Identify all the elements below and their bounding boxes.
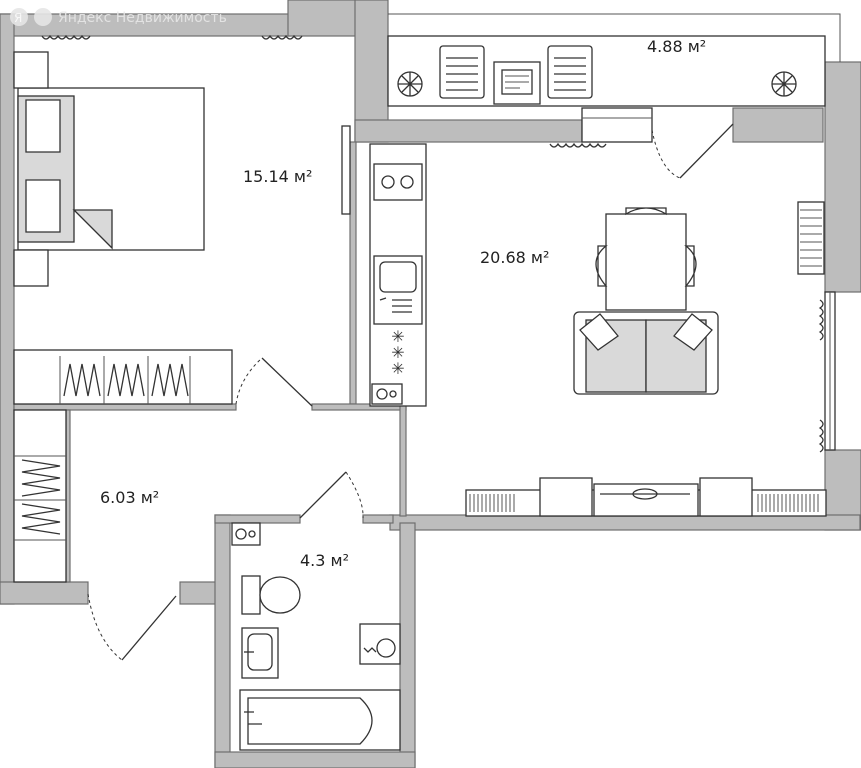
wall-bath-bottom bbox=[214, 751, 416, 768]
wall-balcony-bottom-left bbox=[354, 119, 583, 143]
hall-closet bbox=[13, 409, 67, 583]
wall-hall-bottom-right bbox=[179, 581, 219, 605]
hangers bbox=[21, 459, 61, 497]
balcony-door bbox=[679, 123, 734, 179]
watermark-text: Яндекс Недвижимость bbox=[58, 10, 227, 26]
bookshelf bbox=[797, 201, 825, 275]
bathroom-area: 4.3 м² bbox=[300, 551, 349, 570]
burner-icon: ✳ ✳ ✳ bbox=[391, 327, 404, 378]
plant-icon bbox=[397, 71, 423, 97]
wall-bedroom-bottom bbox=[13, 403, 237, 411]
bedroom-door bbox=[261, 357, 313, 407]
hob-icon bbox=[373, 163, 423, 201]
chair-left bbox=[595, 245, 608, 287]
wall-left bbox=[0, 13, 15, 605]
deck-chair-icon bbox=[547, 45, 593, 99]
wall-bath-right bbox=[399, 522, 416, 768]
wall-top-block bbox=[287, 0, 359, 37]
svg-text:✳: ✳ bbox=[391, 359, 404, 378]
wall-hall-bottom-left bbox=[0, 581, 89, 605]
balcony-door-frame bbox=[581, 107, 653, 143]
windows bbox=[41, 34, 836, 453]
window-bedroom-right bbox=[261, 34, 303, 40]
tv-panel bbox=[341, 125, 351, 215]
living-area: 20.68 м² bbox=[480, 248, 549, 267]
watermark-logo: Я Яндекс Недвижимость bbox=[10, 8, 227, 26]
wardrobe bbox=[13, 349, 233, 405]
balcony-door-swing bbox=[651, 129, 681, 179]
bedroom-door-swing bbox=[235, 357, 263, 405]
chair-top bbox=[625, 207, 667, 216]
bedroom bbox=[13, 51, 351, 407]
toilet-icon bbox=[241, 575, 301, 615]
wall-bath-top-left bbox=[214, 514, 301, 524]
curtain-right-top bbox=[818, 299, 824, 341]
entry-door bbox=[121, 595, 177, 661]
balcony-edge bbox=[388, 13, 841, 62]
svg-text:✳: ✳ bbox=[391, 327, 404, 346]
wall-bath-right-top bbox=[399, 403, 407, 517]
bath-sink-icon bbox=[241, 627, 279, 679]
wall-living-bottom bbox=[389, 514, 861, 531]
bedroom-area: 15.14 м² bbox=[243, 167, 312, 186]
living-room bbox=[465, 201, 827, 517]
bathroom-door-swing bbox=[345, 471, 364, 519]
cushion-icon bbox=[673, 313, 713, 351]
hallway-area: 6.03 м² bbox=[100, 488, 159, 507]
hallway bbox=[13, 409, 364, 661]
logo-glyph: Я bbox=[14, 11, 22, 25]
bathtub-icon bbox=[239, 689, 401, 751]
sofa bbox=[573, 311, 719, 395]
nightstand bbox=[13, 249, 49, 287]
svg-text:✳: ✳ bbox=[391, 343, 404, 362]
entry-door-swing bbox=[87, 593, 123, 661]
wall-bath-left bbox=[214, 514, 231, 768]
bathroom-door bbox=[299, 471, 347, 519]
bathroom bbox=[231, 522, 401, 751]
pillow-icon bbox=[25, 179, 61, 233]
plant-icon bbox=[771, 71, 797, 97]
deck-chair-icon bbox=[439, 45, 485, 99]
washing-machine-icon bbox=[359, 623, 401, 665]
balcony-area: 4.88 м² bbox=[647, 37, 706, 56]
blanket-fold bbox=[72, 209, 113, 250]
balcony bbox=[387, 35, 826, 179]
window-living-top bbox=[549, 142, 607, 148]
cushion-icon bbox=[579, 313, 619, 351]
pillow-icon bbox=[25, 99, 61, 153]
wall-balcony-bottom-right bbox=[732, 107, 824, 143]
nightstand bbox=[13, 51, 49, 89]
kitchen: ✳ ✳ ✳ bbox=[369, 143, 427, 407]
window-bedroom-left bbox=[41, 34, 91, 40]
hangers bbox=[63, 363, 101, 397]
curtain-right-bottom bbox=[818, 419, 824, 453]
wall-kitchen-divider bbox=[349, 141, 357, 405]
wall-bath-top-right bbox=[362, 514, 394, 524]
tv-stand bbox=[465, 477, 827, 517]
chair-right bbox=[684, 245, 697, 287]
dining-table bbox=[605, 213, 687, 311]
newspaper-table-icon bbox=[493, 61, 541, 105]
wall-right-top bbox=[824, 61, 861, 293]
